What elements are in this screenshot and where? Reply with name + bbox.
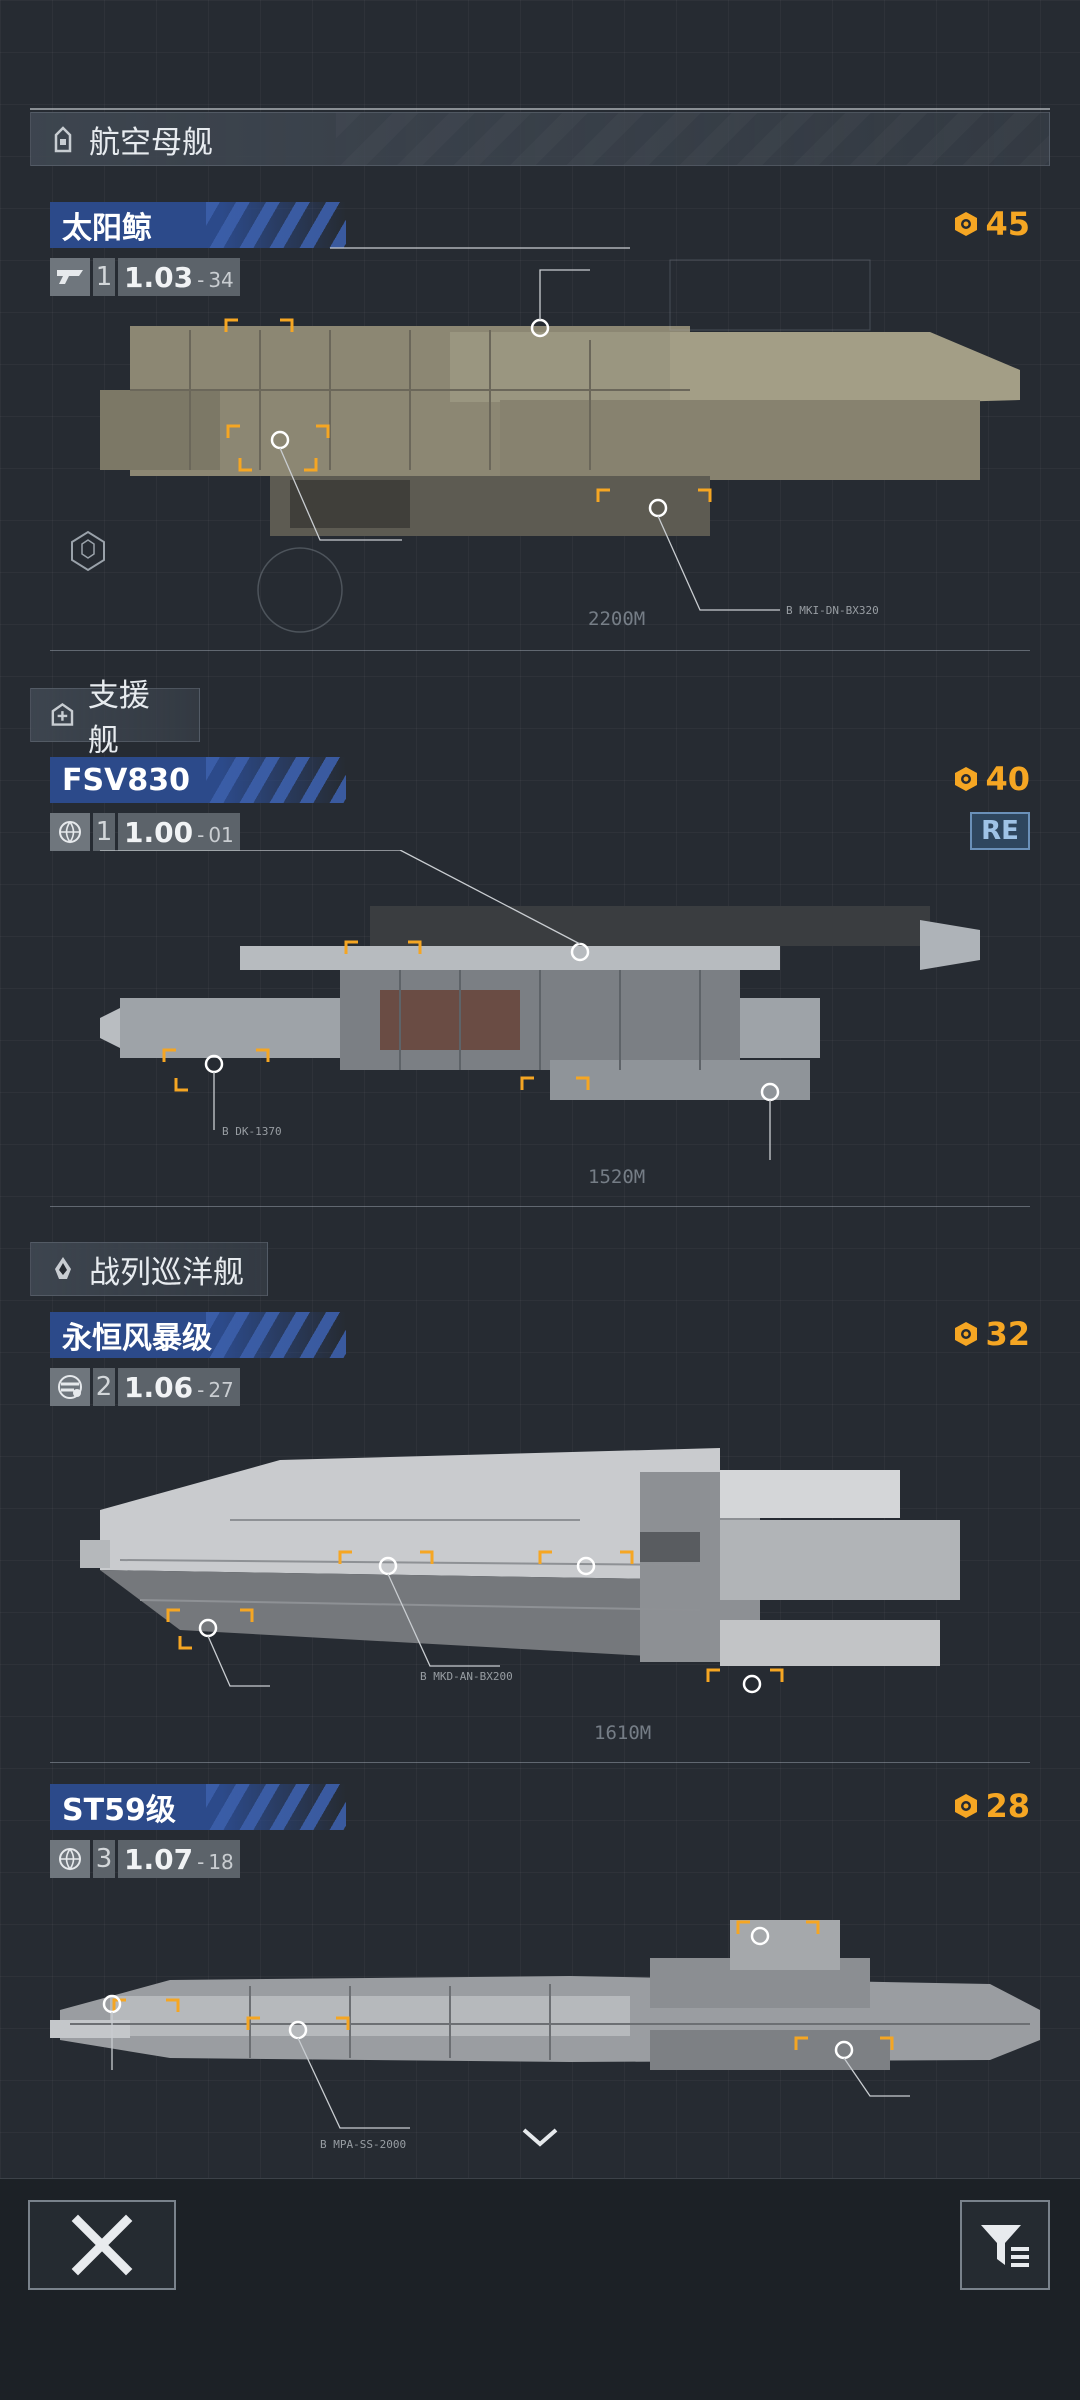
section-header-battlecruiser: 战列巡洋舰 [30, 1242, 268, 1296]
battlecruiser-icon [55, 1257, 71, 1279]
ship-stats: 2 1.06- 27 [50, 1368, 240, 1406]
ship-name: 永恒风暴级 [62, 1321, 212, 1356]
ship-tier: 1 [93, 813, 115, 851]
scale-line [50, 1206, 1030, 1207]
close-x-icon [71, 2214, 133, 2276]
section-title: 航空母舰 [89, 124, 213, 161]
ship-length: 2200M [588, 608, 646, 630]
ship-version: 1.03- 34 [118, 258, 240, 296]
section-title: 支援舰 [87, 678, 150, 759]
hardpoint-callout: B DK-1370 [222, 1125, 282, 1138]
ship-stats: 3 1.07- 18 [50, 1840, 240, 1878]
manufacturer-icon [50, 1368, 90, 1406]
ship-image-fsv830[interactable] [100, 850, 980, 1170]
ship-image-st59[interactable] [50, 1900, 1050, 2160]
ship-name-bar: FSV830 [50, 757, 346, 803]
ship-tier: 3 [93, 1840, 115, 1878]
hardpoint-callout: B MKD-AN-BX200 [420, 1670, 513, 1683]
ship-length: 1520M [588, 1166, 646, 1188]
scale-line [50, 650, 1030, 651]
section-header-carrier: 航空母舰 [30, 112, 1050, 166]
ship-cost: 45 [953, 205, 1030, 243]
command-cost-icon [955, 767, 978, 791]
command-cost-icon [955, 212, 978, 236]
ship-image-eternal-storm[interactable] [80, 1400, 1020, 1730]
hardpoint-callout: B MPA-SS-2000 [320, 2138, 407, 2151]
ship-cost: 32 [953, 1315, 1030, 1353]
ship-stats: 1 1.00- 01 [50, 813, 240, 851]
ship-name-bar: 永恒风暴级 [50, 1312, 346, 1358]
scale-line [50, 1762, 1030, 1763]
ship-image-sunwhale[interactable] [30, 240, 1050, 660]
ship-name: FSV830 [62, 762, 190, 798]
ship-length: 1610M [594, 1722, 652, 1744]
ship-version: 1.06- 27 [118, 1368, 240, 1406]
ship-tier: 2 [93, 1368, 115, 1406]
ship-stats: 1 1.03- 34 [50, 258, 240, 296]
globe-icon [50, 813, 90, 851]
filter-icon [981, 2225, 1029, 2267]
ship-name: ST59级 [62, 1793, 176, 1828]
ship-cost: 28 [953, 1787, 1030, 1825]
section-title: 战列巡洋舰 [89, 1254, 244, 1291]
hardpoint-callout: B MKI-DN-BX320 [786, 604, 879, 617]
ship-tier: 1 [93, 258, 115, 296]
ship-name: 太阳鲸 [62, 211, 152, 246]
top-divider [30, 108, 1050, 110]
section-header-support: 支援舰 [30, 678, 200, 759]
filter-button[interactable] [960, 2200, 1050, 2290]
manufacturer-icon [50, 258, 90, 296]
close-button[interactable] [28, 2200, 176, 2290]
re-badge: RE [970, 812, 1030, 850]
command-cost-icon [955, 1794, 978, 1818]
ship-name-bar: 太阳鲸 [50, 202, 346, 248]
carrier-icon [54, 126, 72, 153]
globe-icon [50, 1840, 90, 1878]
ship-version: 1.07- 18 [118, 1840, 240, 1878]
ship-cost: 40 [953, 760, 1030, 798]
bottom-bar [0, 2178, 1080, 2400]
ship-name-bar: ST59级 [50, 1784, 346, 1830]
chevron-down-icon[interactable] [520, 2124, 560, 2150]
ship-version: 1.00- 01 [118, 813, 240, 851]
command-cost-icon [955, 1322, 978, 1346]
support-icon [51, 702, 74, 726]
